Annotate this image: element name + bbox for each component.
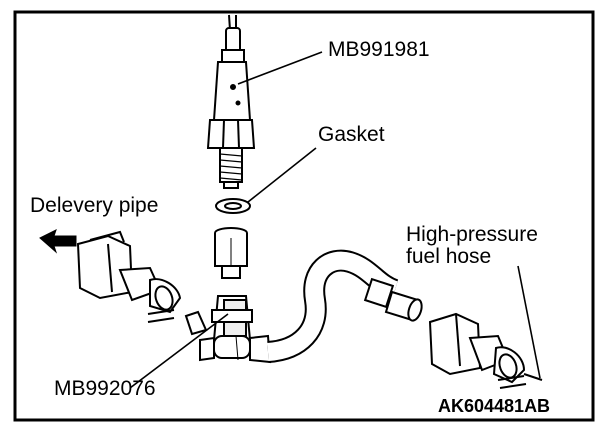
label-delivery-pipe: Delevery pipe <box>30 194 159 217</box>
label-high-pressure: High-pressure <box>406 223 538 246</box>
direction-arrow <box>39 229 77 254</box>
left-connector-drawing <box>76 230 208 336</box>
leader-lines <box>129 51 541 389</box>
tool-mb992076-drawing <box>214 227 248 279</box>
flex-hose-drawing <box>266 249 400 363</box>
figure-code: AK604481AB <box>438 396 551 416</box>
tee-connector-drawing <box>199 295 272 364</box>
hose-end-fitting-drawing <box>363 277 423 322</box>
leader-mb991981 <box>237 51 323 85</box>
tool-mb991981-drawing <box>206 14 256 189</box>
leader-hp-hose <box>517 265 541 379</box>
label-mb992076: MB992076 <box>54 377 156 400</box>
label-mb991981: MB991981 <box>328 38 430 61</box>
figure-border <box>13 10 595 422</box>
leader-mb992076 <box>129 313 229 389</box>
label-gasket: Gasket <box>318 123 385 146</box>
right-connector-drawing <box>428 312 543 389</box>
gasket-drawing <box>215 198 251 214</box>
leader-gasket <box>247 147 317 203</box>
label-fuel-hose: fuel hose <box>406 245 492 268</box>
